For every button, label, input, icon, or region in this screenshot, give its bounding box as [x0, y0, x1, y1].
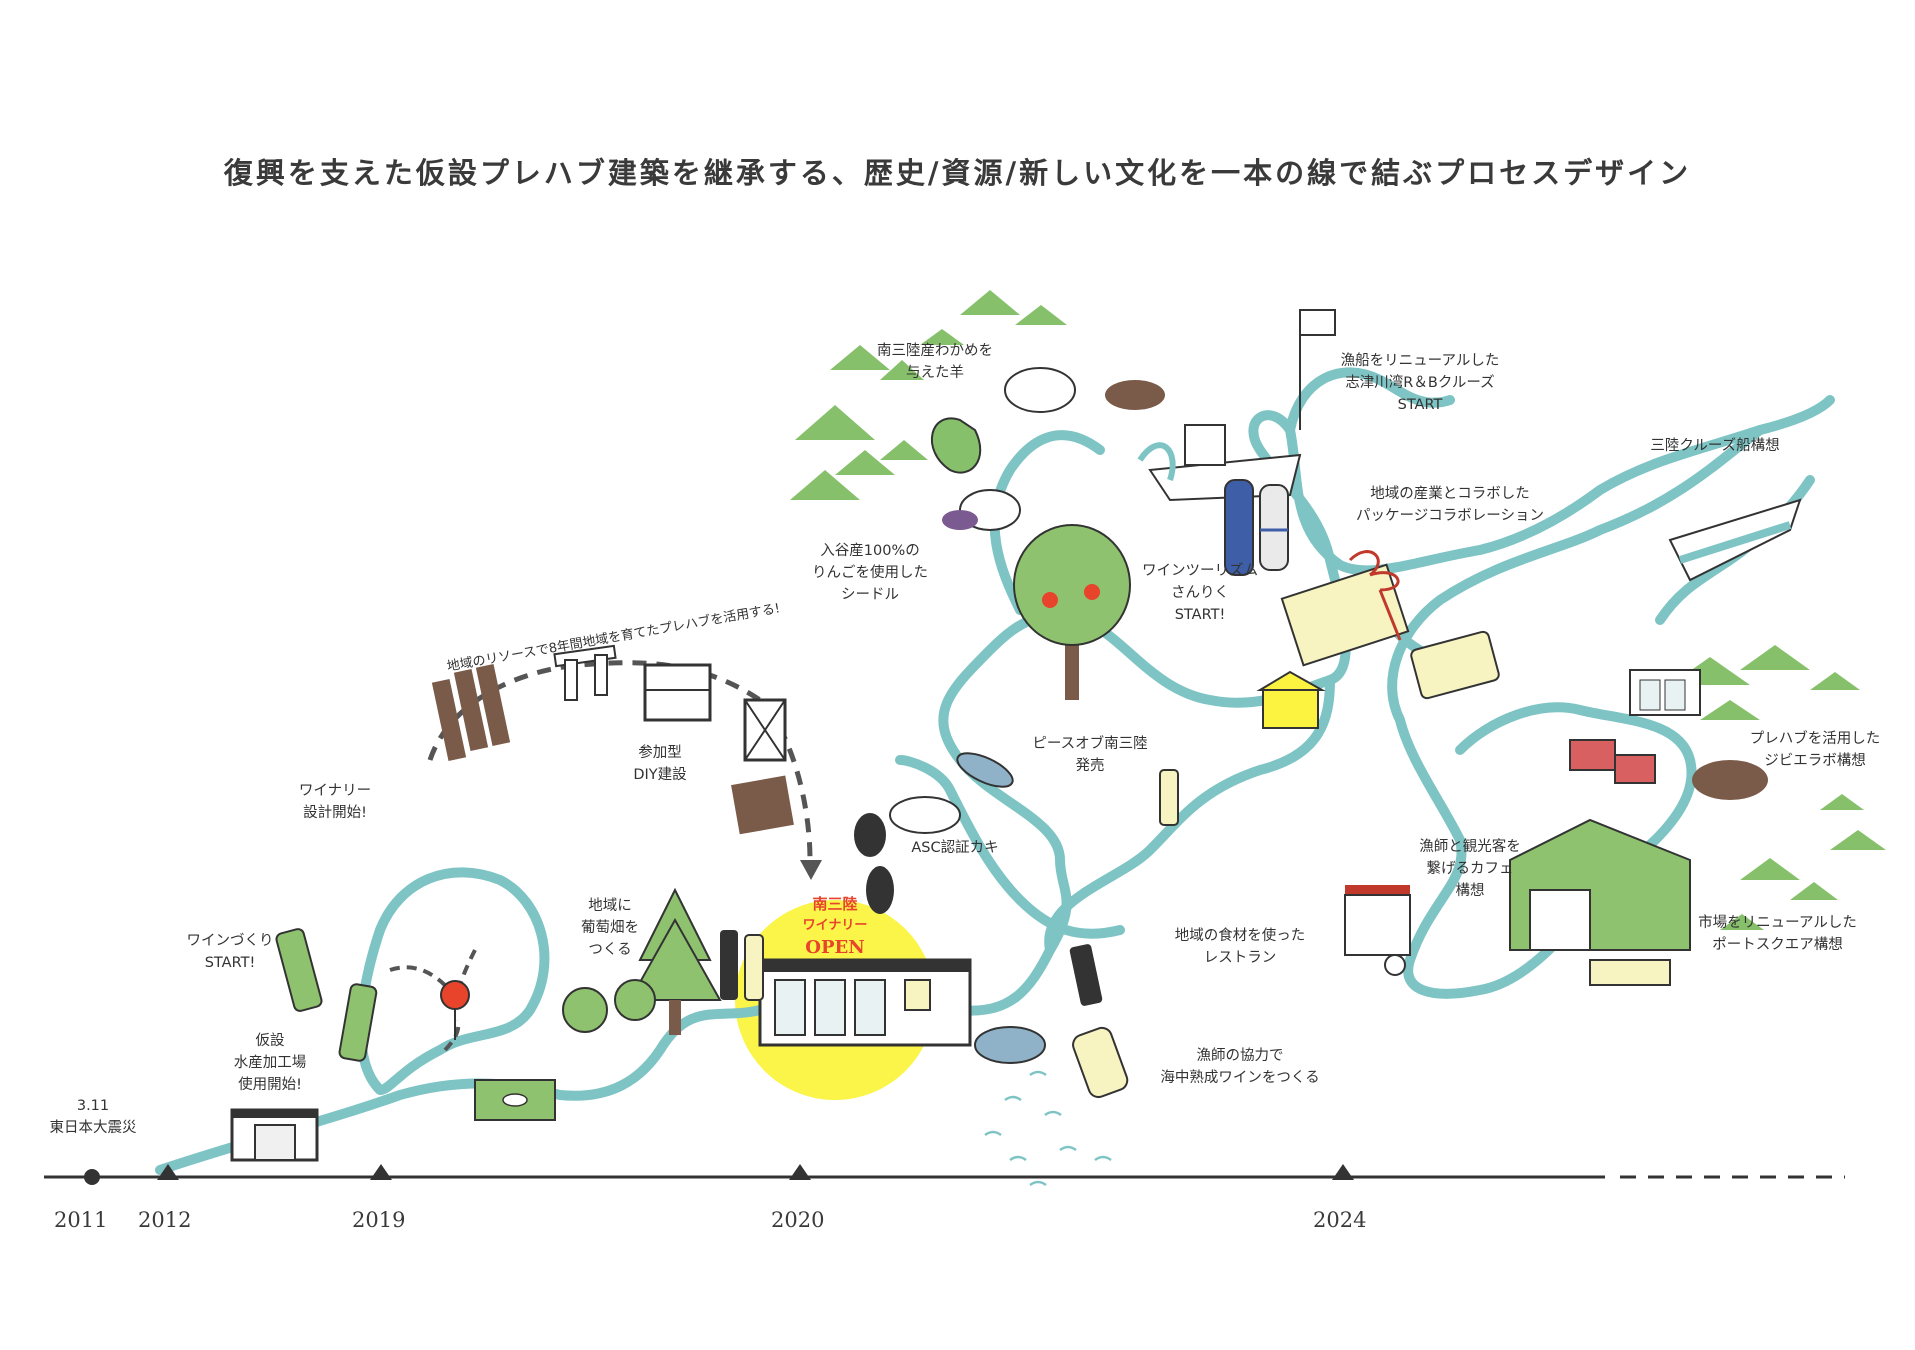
- open-line-3: OPEN: [785, 937, 885, 959]
- page-title: 復興を支えた仮設プレハブ建築を継承する、歴史/資源/新しい文化を一本の線で結ぶプ…: [0, 150, 1915, 192]
- year-2020: 2020: [771, 1208, 824, 1232]
- year-2024: 2024: [1313, 1208, 1366, 1232]
- label-sanriku-cruise: 三陸クルーズ船構想: [1640, 435, 1790, 457]
- label-gibier: プレハブを活用した ジビエラボ構想: [1740, 728, 1890, 772]
- label-restaurant: 地域の食材を使った レストラン: [1160, 925, 1320, 969]
- sheep-and-lamb: [932, 368, 1165, 530]
- year-2011: 2011: [54, 1208, 107, 1232]
- sanriku-cruise-ship: [1670, 500, 1800, 580]
- label-asc-oyster: ASC認証カキ: [900, 837, 1010, 859]
- timeline-marker-2019: [370, 1164, 392, 1180]
- timeline-marker-2024: [1332, 1164, 1354, 1180]
- temp-facility-building: [232, 1110, 317, 1160]
- label-temp-facility: 仮設 水産加工場 使用開始!: [200, 1030, 340, 1096]
- label-wine-tourism: ワインツーリズム さんりく START!: [1130, 560, 1270, 626]
- label-vineyard: 地域に 葡萄畑を つくる: [565, 895, 655, 961]
- year-2012: 2012: [138, 1208, 191, 1232]
- grape-crate: [475, 1080, 555, 1120]
- fish: [975, 1027, 1045, 1063]
- label-cruise-rb: 漁船をリニューアルした 志津川湾R＆Bクルーズ START: [1320, 350, 1520, 416]
- prefab-beams: [432, 646, 794, 834]
- label-port-square: 市場をリニューアルした ポートスクエア構想: [1685, 912, 1870, 956]
- label-diy: 参加型 DIY建設: [610, 742, 710, 786]
- dashed-arrow-head: [800, 860, 822, 880]
- open-line-2: ワイナリー: [785, 915, 885, 937]
- vineyard-pin: [441, 981, 469, 1040]
- label-package: 地域の産業とコラボした パッケージコラボレーション: [1340, 483, 1560, 527]
- label-wine-start: ワインづくり START!: [170, 930, 290, 974]
- label-winery-design: ワイナリー 設計開始!: [285, 780, 385, 824]
- winery-open-label: 南三陸 ワイナリー OPEN: [785, 893, 885, 959]
- event-2011-label: 3.11 東日本大震災: [38, 1095, 148, 1139]
- label-peace-of: ピースオブ南三陸 発売: [1020, 733, 1160, 777]
- label-cafe: 漁師と観光客を 繋げるカフェ 構想: [1400, 836, 1540, 902]
- timeline-marker-2020: [789, 1164, 811, 1180]
- tourism-bus: [1410, 630, 1500, 699]
- label-undersea-wine: 漁師の協力で 海中熟成ワインをつくる: [1160, 1045, 1320, 1089]
- rb-cruise-boat: [1140, 310, 1335, 500]
- tourism-cabin: [1260, 672, 1322, 728]
- label-sheep: 南三陸産わかめを 与えた羊: [860, 340, 1010, 384]
- open-line-1: 南三陸: [785, 893, 885, 915]
- undersea-wine-bottle: [1070, 1025, 1130, 1100]
- winery-building: [760, 960, 970, 1045]
- label-cider: 入谷産100%の りんごを使用した シードル: [800, 540, 940, 606]
- timeline-dot-2011: [84, 1169, 100, 1185]
- year-2019: 2019: [352, 1208, 405, 1232]
